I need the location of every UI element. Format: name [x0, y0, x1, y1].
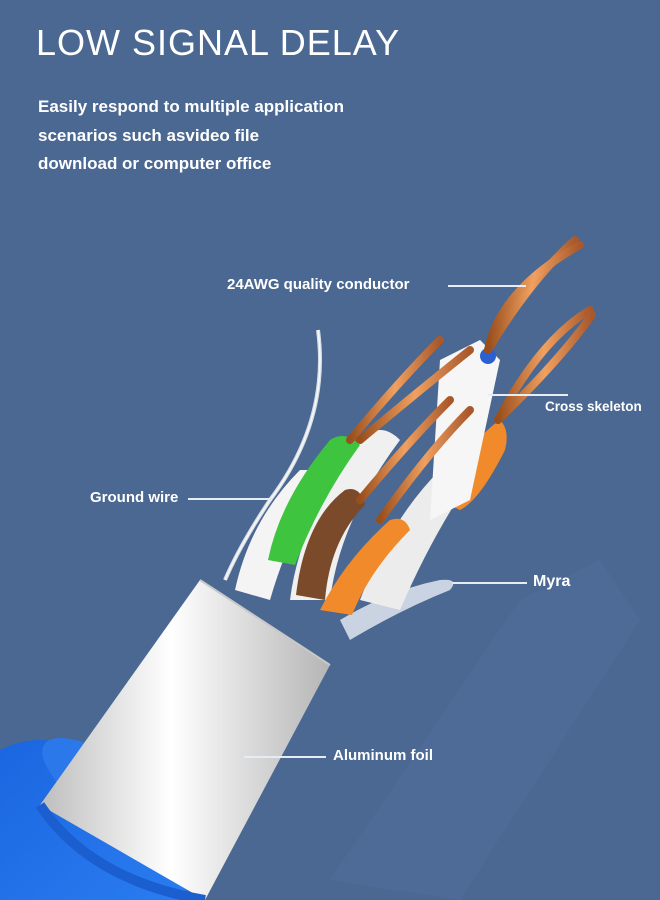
leader-line-aluminum-foil: [244, 756, 326, 758]
leader-line-cross-skeleton: [488, 394, 568, 396]
aluminum-foil-shield: [40, 579, 331, 900]
description-line: download or computer office: [38, 154, 272, 173]
description-line: Easily respond to multiple application: [38, 97, 345, 116]
leader-line-myra: [452, 582, 527, 584]
callout-aluminum-foil: Aluminum foil: [333, 747, 433, 764]
leader-line-ground-wire: [188, 498, 272, 500]
headline: LOW SIGNAL DELAY: [36, 22, 401, 63]
description-line: scenarios such asvideo file: [38, 125, 260, 145]
callout-ground-wire: Ground wire: [90, 489, 179, 506]
leader-line-conductor: [448, 285, 526, 287]
callout-conductor: 24AWG quality conductor: [227, 276, 410, 293]
callout-cross-skeleton: Cross skeleton: [545, 399, 642, 414]
callout-myra: Myra: [533, 573, 571, 590]
description: Easily respond to multiple application s…: [38, 93, 344, 179]
